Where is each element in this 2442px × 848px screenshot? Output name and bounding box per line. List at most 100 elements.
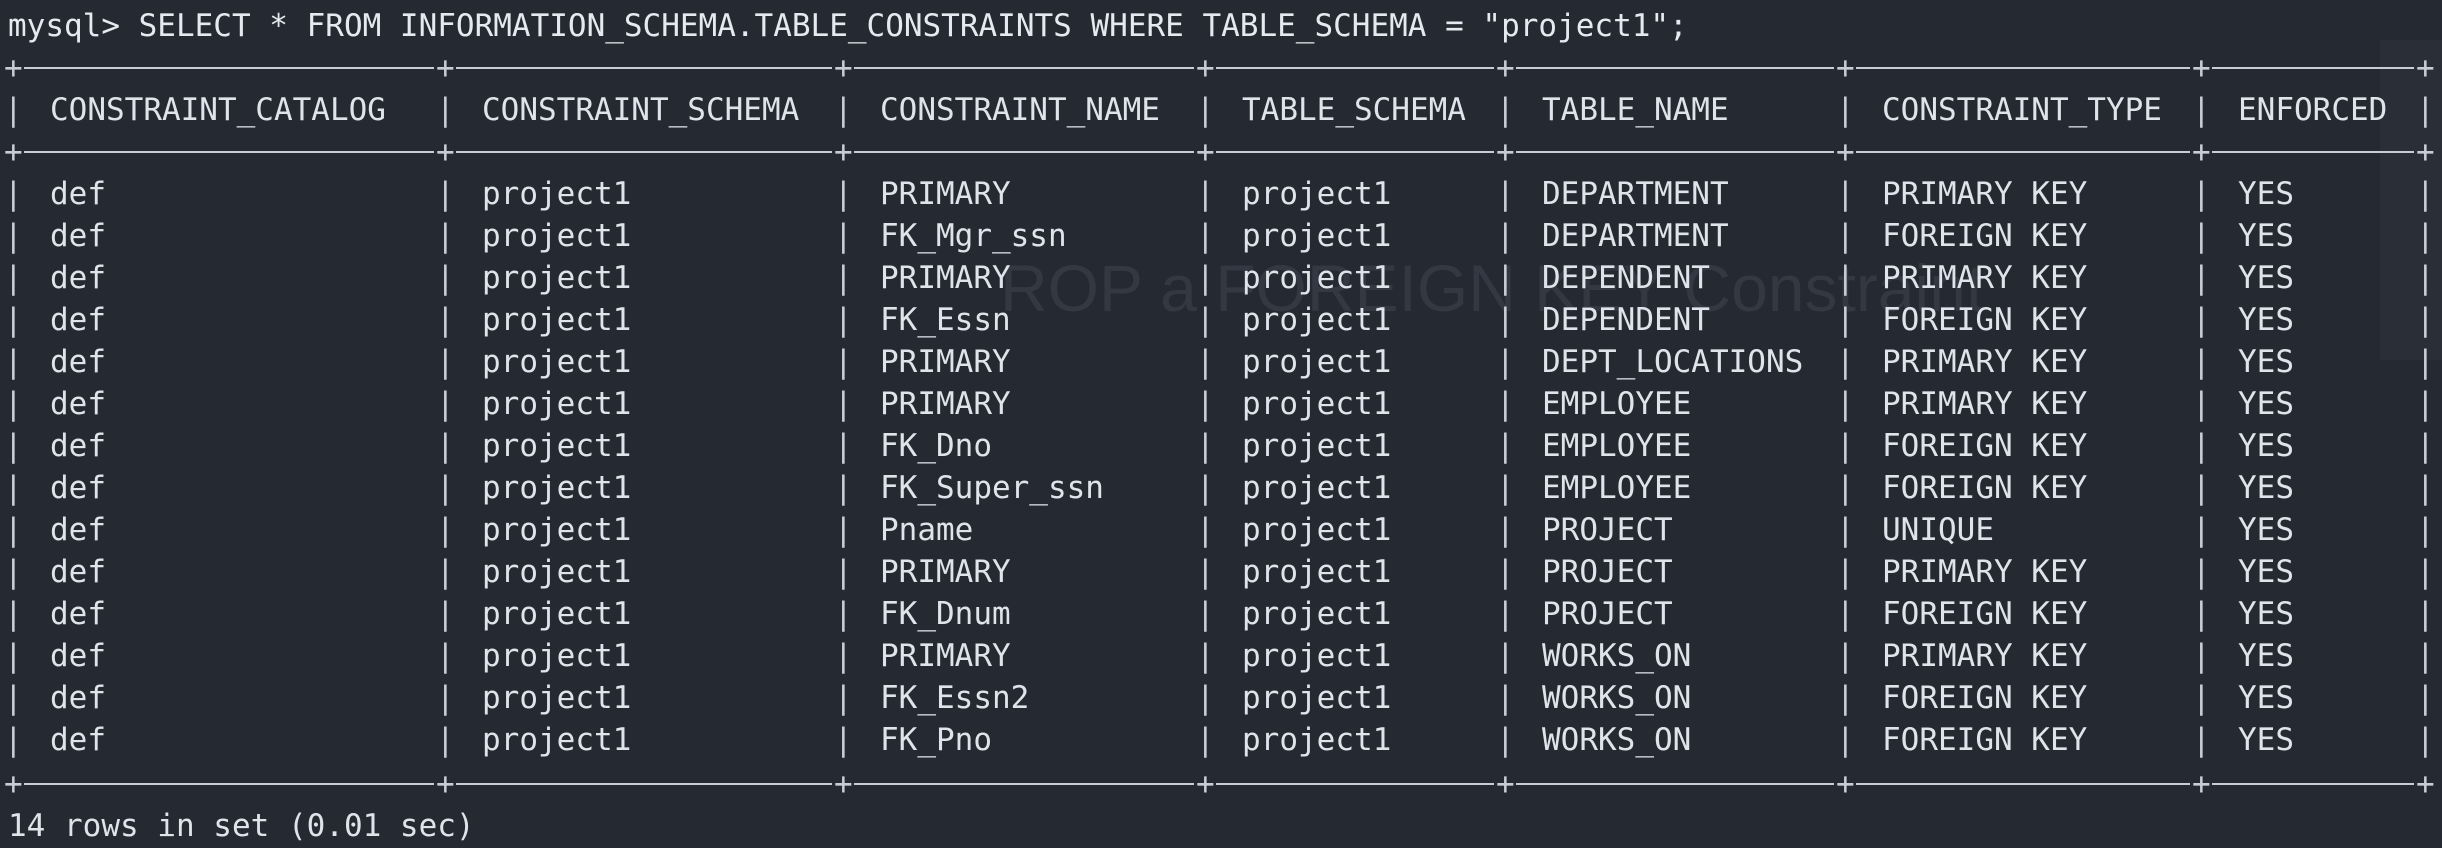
table-column-separator: | bbox=[4, 554, 23, 590]
table-column-separator: | bbox=[4, 344, 23, 380]
table-column-separator: | bbox=[2416, 470, 2435, 506]
column-header: CONSTRAINT_CATALOG bbox=[50, 92, 386, 128]
table-column-separator: | bbox=[1836, 722, 1855, 758]
table-border-line bbox=[456, 151, 832, 153]
table-cell: project1 bbox=[1242, 428, 1392, 464]
table-column-separator: | bbox=[1496, 554, 1515, 590]
table-cell: def bbox=[50, 638, 106, 674]
table-cell: YES bbox=[2238, 344, 2294, 380]
table-border-corner: + bbox=[436, 766, 455, 802]
table-cell: YES bbox=[2238, 386, 2294, 422]
table-cell: project1 bbox=[1242, 638, 1392, 674]
column-header: TABLE_SCHEMA bbox=[1242, 92, 1466, 128]
table-column-separator: | bbox=[1496, 596, 1515, 632]
table-border-corner: + bbox=[2192, 50, 2211, 86]
table-column-separator: | bbox=[1496, 92, 1515, 128]
table-cell: FK_Dno bbox=[880, 428, 992, 464]
table-column-separator: | bbox=[1836, 596, 1855, 632]
table-cell: project1 bbox=[482, 428, 632, 464]
table-column-separator: | bbox=[1836, 176, 1855, 212]
table-column-separator: | bbox=[2416, 512, 2435, 548]
table-column-separator: | bbox=[1496, 722, 1515, 758]
table-cell: project1 bbox=[482, 554, 632, 590]
table-border-corner: + bbox=[436, 134, 455, 170]
table-column-separator: | bbox=[834, 386, 853, 422]
table-cell: YES bbox=[2238, 596, 2294, 632]
table-border-header: ++++++++ bbox=[0, 131, 2442, 173]
table-column-separator: | bbox=[1196, 302, 1215, 338]
table-cell: PROJECT bbox=[1542, 512, 1673, 548]
table-cell: project1 bbox=[1242, 260, 1392, 296]
table-column-separator: | bbox=[1196, 92, 1215, 128]
table-column-separator: | bbox=[2192, 302, 2211, 338]
table-cell: project1 bbox=[482, 386, 632, 422]
table-column-separator: | bbox=[2192, 722, 2211, 758]
table-cell: def bbox=[50, 554, 106, 590]
table-cell: YES bbox=[2238, 470, 2294, 506]
table-border-line bbox=[854, 67, 1194, 69]
table-cell: FK_Essn2 bbox=[880, 680, 1030, 716]
table-column-separator: | bbox=[1836, 554, 1855, 590]
table-cell: YES bbox=[2238, 512, 2294, 548]
table-column-separator: | bbox=[4, 260, 23, 296]
table-column-separator: | bbox=[436, 386, 455, 422]
table-border-corner: + bbox=[1196, 766, 1215, 802]
table-cell: YES bbox=[2238, 638, 2294, 674]
result-footer: 14 rows in set (0.01 sec) bbox=[8, 808, 475, 844]
table-cell: project1 bbox=[1242, 218, 1392, 254]
table-border-corner: + bbox=[834, 50, 853, 86]
table-column-separator: | bbox=[436, 680, 455, 716]
table-border-corner: + bbox=[2192, 766, 2211, 802]
table-column-separator: | bbox=[4, 92, 23, 128]
table-column-separator: | bbox=[834, 680, 853, 716]
table-column-separator: | bbox=[2192, 218, 2211, 254]
table-column-separator: | bbox=[2192, 638, 2211, 674]
table-column-separator: | bbox=[1836, 470, 1855, 506]
table-cell: project1 bbox=[1242, 512, 1392, 548]
table-column-separator: | bbox=[834, 218, 853, 254]
table-column-separator: | bbox=[2416, 386, 2435, 422]
table-cell: project1 bbox=[1242, 554, 1392, 590]
table-column-separator: | bbox=[1196, 596, 1215, 632]
table-border-corner: + bbox=[1196, 134, 1215, 170]
table-border-line bbox=[2212, 67, 2414, 69]
table-column-separator: | bbox=[2192, 596, 2211, 632]
table-border-corner: + bbox=[2416, 134, 2435, 170]
table-cell: PRIMARY bbox=[880, 386, 1011, 422]
table-column-separator: | bbox=[2192, 428, 2211, 464]
table-column-separator: | bbox=[2416, 218, 2435, 254]
table-column-separator: | bbox=[834, 722, 853, 758]
table-cell: PRIMARY KEY bbox=[1882, 260, 2088, 296]
table-cell: DEPARTMENT bbox=[1542, 218, 1729, 254]
table-cell: PROJECT bbox=[1542, 596, 1673, 632]
table-cell: DEPARTMENT bbox=[1542, 176, 1729, 212]
table-cell: PROJECT bbox=[1542, 554, 1673, 590]
column-header: TABLE_NAME bbox=[1542, 92, 1729, 128]
table-column-separator: | bbox=[1836, 638, 1855, 674]
table-column-separator: | bbox=[1496, 470, 1515, 506]
table-column-separator: | bbox=[4, 470, 23, 506]
table-cell: YES bbox=[2238, 680, 2294, 716]
table-cell: FK_Super_ssn bbox=[880, 470, 1104, 506]
table-cell: YES bbox=[2238, 428, 2294, 464]
table-cell: FOREIGN KEY bbox=[1882, 302, 2088, 338]
table-column-separator: | bbox=[436, 302, 455, 338]
table-cell: WORKS_ON bbox=[1542, 722, 1692, 758]
table-column-separator: | bbox=[2416, 638, 2435, 674]
table-cell: EMPLOYEE bbox=[1542, 428, 1692, 464]
table-column-separator: | bbox=[1196, 554, 1215, 590]
table-column-separator: | bbox=[436, 260, 455, 296]
table-cell: FOREIGN KEY bbox=[1882, 596, 2088, 632]
table-column-separator: | bbox=[1836, 260, 1855, 296]
table-cell: project1 bbox=[482, 176, 632, 212]
table-column-separator: | bbox=[1196, 722, 1215, 758]
table-column-separator: | bbox=[1196, 680, 1215, 716]
table-column-separator: | bbox=[2416, 680, 2435, 716]
table-border-line bbox=[1516, 151, 1834, 153]
table-column-separator: | bbox=[1836, 428, 1855, 464]
